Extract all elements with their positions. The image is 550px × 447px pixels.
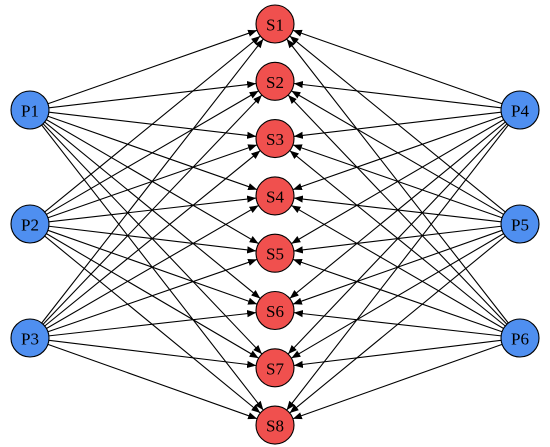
node-circle-s4 [255,176,295,216]
node-label-p3: P3 [21,330,39,349]
node-p4: P4 [500,90,540,130]
node-circle-p3 [10,318,50,358]
edge-p3-s8 [47,343,258,420]
edge-p4-s1 [292,29,503,105]
node-s5: S5 [255,233,295,273]
edge-p2-s1 [44,35,261,213]
node-s1: S1 [255,4,295,44]
node-label-p2: P2 [21,216,39,235]
edge-p5-s2 [291,90,504,215]
node-circle-s6 [255,290,295,331]
node-label-s7: S7 [266,359,284,378]
node-circle-p2 [10,204,50,244]
edge-p6-s2 [287,94,508,325]
node-label-s5: S5 [266,245,284,264]
node-label-s2: S2 [266,73,284,92]
node-circle-p6 [500,318,540,358]
node-p3: P3 [10,318,50,358]
edge-p6-s6 [293,310,502,337]
node-p6: P6 [500,318,540,358]
edge-p6-s1 [286,38,509,324]
edge-p3-s1 [41,38,264,324]
edge-p6-s3 [289,150,506,327]
node-circle-p1 [10,90,50,130]
node-s7: S7 [255,348,295,388]
node-label-s4: S4 [266,187,284,206]
node-label-p4: P4 [511,102,529,121]
node-label-s3: S3 [266,130,284,149]
node-label-s1: S1 [266,16,284,35]
edge-p3-s3 [44,150,261,327]
edge-p6-s7 [293,339,502,368]
edge-p5-s1 [289,35,506,213]
edge-p6-s5 [292,258,503,333]
edge-p6-s8 [292,343,503,420]
node-circle-s8 [255,405,295,445]
edge-p3-s4 [46,204,259,329]
edge-p4-s2 [293,80,502,109]
edge-p3-s7 [48,339,257,368]
node-label-s6: S6 [266,302,284,321]
edge-p1-s2 [48,80,257,109]
edge-p1-s1 [47,29,258,105]
node-circle-s7 [255,348,295,388]
node-s2: S2 [255,61,295,101]
node-circle-s2 [255,61,295,101]
edge-p3-s6 [48,310,257,337]
node-p2: P2 [10,204,50,244]
edge-p3-s5 [47,258,258,333]
node-s8: S8 [255,405,295,445]
edge-p3-s2 [42,94,263,325]
node-s6: S6 [255,290,295,331]
edges-layer [41,29,509,420]
edge-p6-s4 [291,204,504,329]
node-p1: P1 [10,90,50,130]
node-label-p6: P6 [511,330,529,349]
node-s4: S4 [255,176,295,216]
node-p5: P5 [500,204,540,244]
node-circle-s1 [255,4,295,44]
node-circle-p4 [500,90,540,130]
edge-p2-s2 [46,90,259,215]
node-label-p1: P1 [21,102,39,121]
node-circle-p5 [500,204,540,244]
node-circle-s5 [255,233,295,273]
node-s3: S3 [255,119,295,159]
node-label-p5: P5 [511,216,529,235]
node-circle-s3 [255,119,295,159]
node-label-s8: S8 [266,417,284,436]
